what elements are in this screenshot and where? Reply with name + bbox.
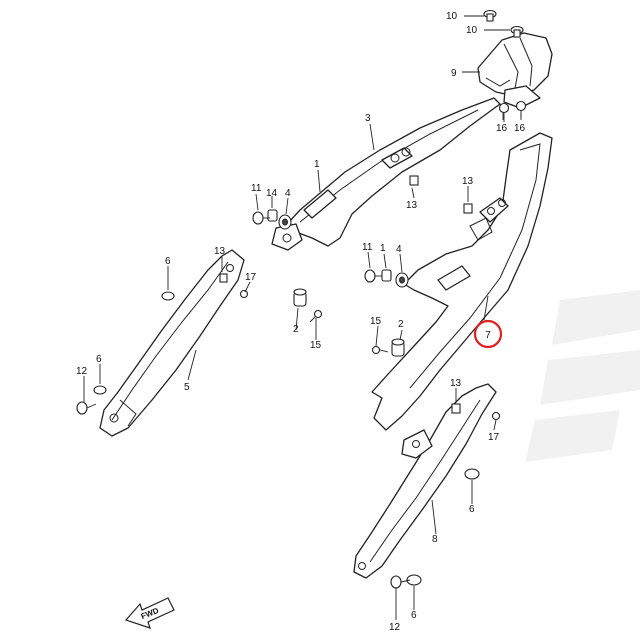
callout-12-b: 12 — [389, 622, 401, 633]
callout-2-a: 2 — [293, 324, 299, 335]
callout-13-d: 13 — [450, 378, 462, 389]
part-17-nut-a — [239, 289, 249, 299]
background-watermark — [525, 290, 640, 462]
part-6-washer-c — [464, 468, 480, 480]
part-5-left-rail — [99, 249, 245, 437]
part-9-cowl — [477, 32, 553, 109]
part-15-screw-a — [309, 309, 323, 323]
callout-6-d: 6 — [411, 610, 417, 621]
part-7-side-cover — [371, 132, 553, 431]
callout-1-a: 1 — [314, 159, 320, 170]
part-13-clip-b — [463, 203, 473, 214]
part-13-clip-d — [451, 403, 461, 414]
leader-lines — [83, 15, 522, 620]
callout-14: 14 — [266, 188, 278, 199]
callout-6-b: 6 — [96, 354, 102, 365]
callout-16-b: 16 — [514, 123, 526, 134]
callout-labels: 10 10 9 16 16 3 1 11 14 4 13 13 11 1 4 1… — [76, 11, 526, 633]
callout-15-a: 15 — [310, 340, 322, 351]
part-6-washer-a — [161, 291, 175, 301]
part-12-bolt-a — [76, 401, 97, 415]
part-11-bolt-b — [364, 269, 384, 283]
callout-10-b: 10 — [466, 25, 478, 36]
callout-1-b: 1 — [380, 243, 386, 254]
callout-16-a: 16 — [496, 123, 508, 134]
fwd-direction-arrow: FWD — [124, 597, 175, 629]
callout-10-a: 10 — [446, 11, 458, 22]
part-8-right-rail — [353, 383, 497, 579]
callout-4-b: 4 — [396, 244, 402, 255]
callout-2-b: 2 — [398, 319, 404, 330]
callout-13-a: 13 — [406, 200, 418, 211]
highlight-circle — [473, 319, 503, 349]
callout-13-b: 13 — [462, 176, 474, 187]
callout-4-a: 4 — [285, 188, 291, 199]
callout-6-c: 6 — [469, 504, 475, 515]
callout-17-a: 17 — [245, 272, 257, 283]
callout-17-b: 17 — [488, 432, 500, 443]
highlighted-callout-7: 7 — [473, 319, 503, 349]
callout-12-a: 12 — [76, 366, 88, 377]
part-10-grommet-b — [510, 25, 524, 38]
callout-9: 9 — [451, 68, 457, 79]
callout-7: 7 — [485, 330, 491, 341]
callout-13-c: 13 — [214, 246, 226, 257]
part-1-tape-a — [303, 189, 337, 219]
part-1-tape-b — [437, 265, 471, 291]
part-2-grommet-b — [391, 338, 405, 357]
callout-15-b: 15 — [370, 316, 382, 327]
part-14-collar-b — [381, 269, 392, 282]
callout-11-b: 11 — [362, 242, 373, 253]
part-13-clip-c — [219, 273, 228, 283]
callout-5: 5 — [184, 382, 190, 393]
part-6-washer-b — [93, 385, 107, 395]
part-2-grommet-a — [293, 288, 307, 307]
callout-11-a: 11 — [251, 183, 262, 194]
fwd-arrow-icon — [124, 597, 175, 629]
part-10-grommet-a — [483, 9, 497, 22]
part-4-cushion-b — [395, 272, 409, 288]
part-13-clip-a — [409, 175, 419, 186]
part-16-screw-a — [498, 102, 510, 122]
part-4-cushion-a — [278, 214, 292, 230]
part-3-upper-cover — [271, 97, 501, 251]
part-17-nut-b — [491, 411, 501, 421]
part-6-washer-d — [406, 574, 422, 586]
callout-3: 3 — [365, 113, 371, 124]
part-11-bolt-a — [252, 211, 270, 225]
part-14-collar — [267, 209, 278, 222]
callout-6-a: 6 — [165, 256, 171, 267]
callout-8: 8 — [432, 534, 438, 545]
part-15-screw-b — [371, 345, 389, 355]
